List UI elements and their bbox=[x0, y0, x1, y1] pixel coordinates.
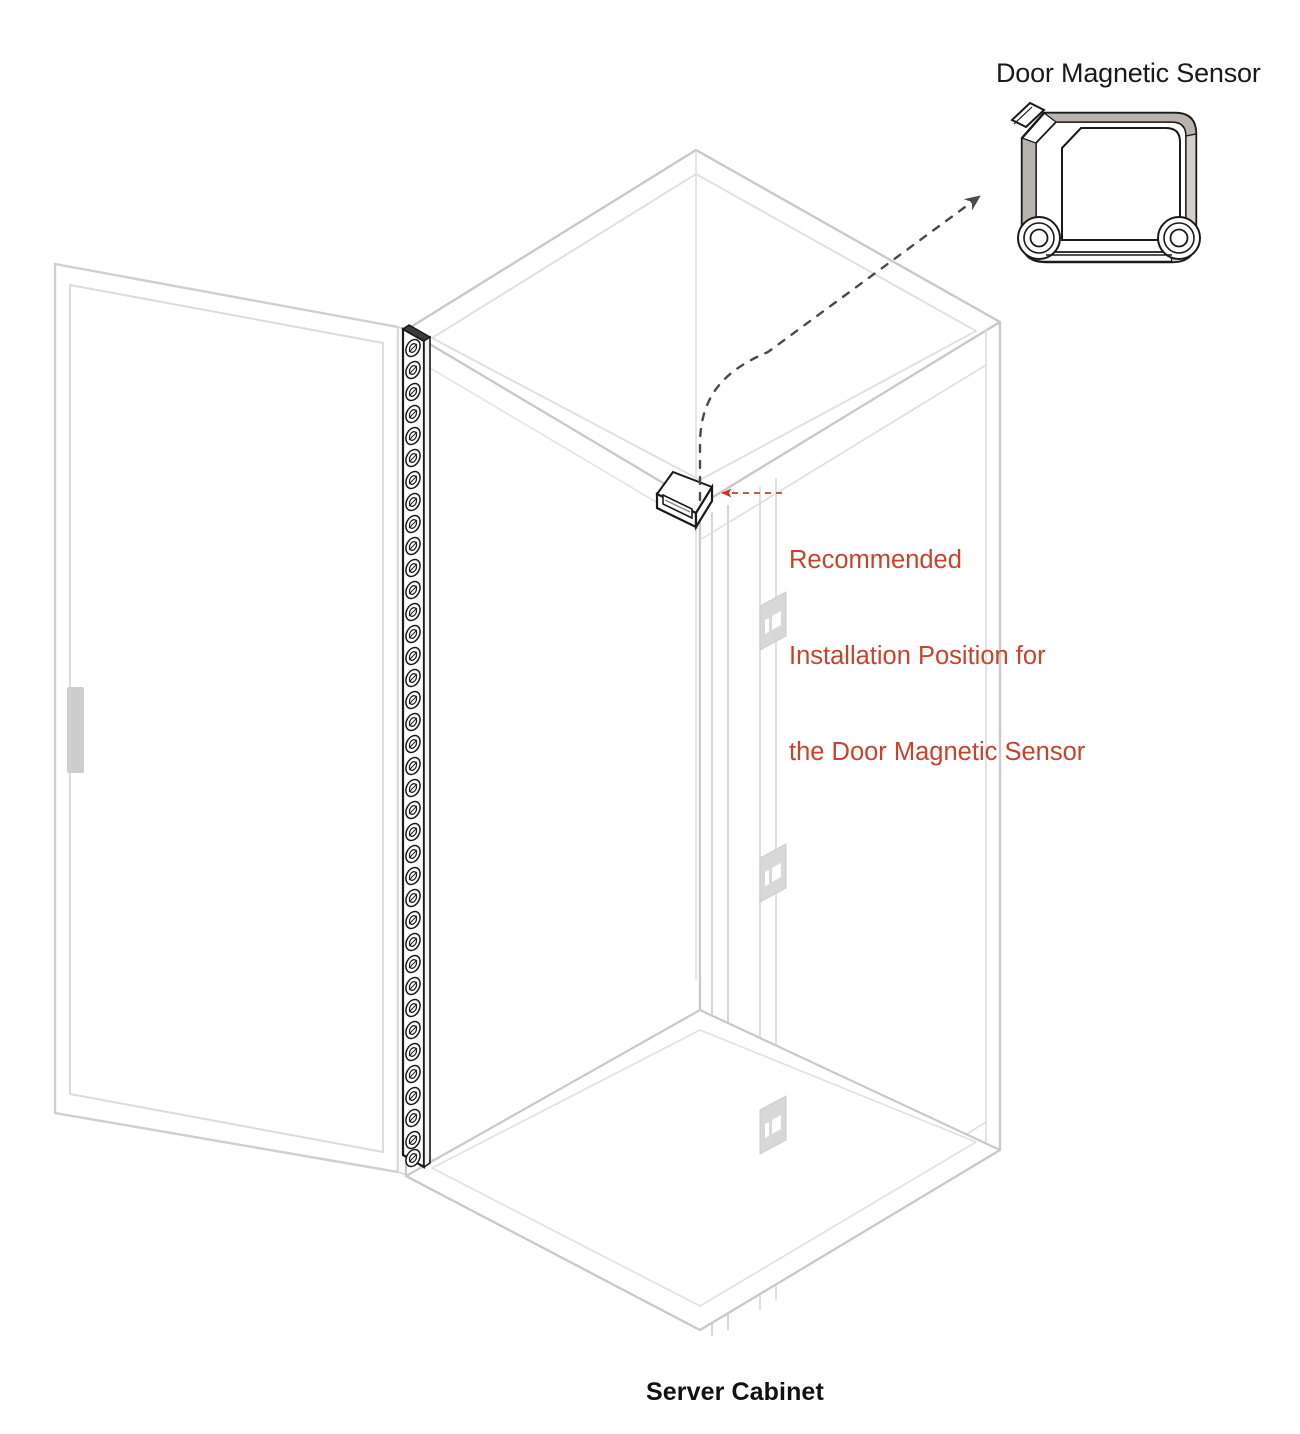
sensor-mount-tab-line bbox=[1013, 106, 1033, 125]
sensor-inner-body bbox=[1061, 127, 1181, 241]
detail-leader-line bbox=[698, 194, 982, 502]
door-inner-panel bbox=[69, 283, 384, 1154]
rail-side-thickness bbox=[423, 335, 431, 1169]
door-handle[interactable] bbox=[67, 687, 84, 773]
sensor-box-side bbox=[694, 483, 714, 531]
installation-annotation: Recommended Installation Position for th… bbox=[789, 480, 1085, 832]
cabinet-frame bbox=[404, 148, 1002, 1336]
installed-sensor-box bbox=[655, 470, 714, 531]
rack-mounting-rail bbox=[401, 324, 432, 1170]
cabinet-caption: Server Cabinet bbox=[646, 1378, 824, 1406]
sensor-screw-hole-right bbox=[1157, 216, 1201, 260]
sensor-mount-tab bbox=[1010, 101, 1046, 129]
right-face-top-rail bbox=[699, 364, 987, 541]
detail-view-title: Door Magnetic Sensor bbox=[996, 58, 1261, 88]
sensor-detail-drawing bbox=[1010, 101, 1201, 264]
annotation-line-1: Recommended bbox=[789, 546, 962, 574]
left-face-top-rail bbox=[419, 361, 701, 529]
sensor-screw-hole-left bbox=[1017, 216, 1061, 260]
cabinet-bottom-inner bbox=[431, 1029, 977, 1307]
annotation-line-2: Installation Position for bbox=[789, 642, 1046, 670]
cabinet-bottom-face bbox=[404, 1008, 1002, 1332]
annotation-line-3: the Door Magnetic Sensor bbox=[789, 738, 1086, 766]
sensor-box-slot-line bbox=[664, 499, 691, 513]
cabinet-door-panel bbox=[53, 262, 410, 1178]
